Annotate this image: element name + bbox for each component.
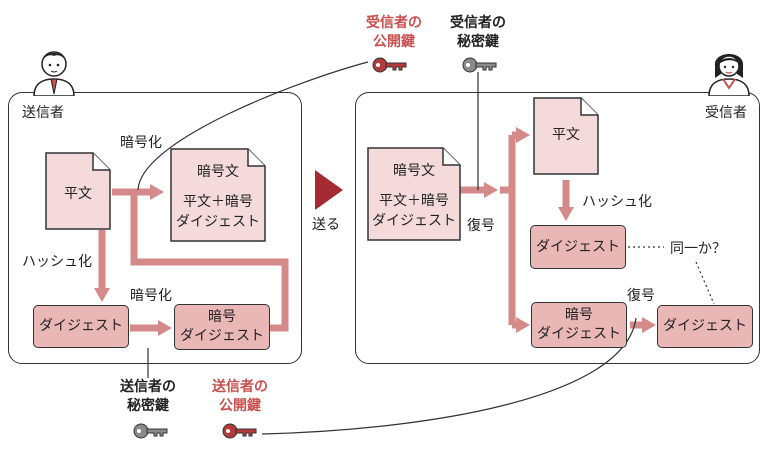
receiver-private-key-icon	[462, 57, 497, 73]
send-arrow-icon	[315, 170, 343, 210]
sender-public-key-icon	[222, 423, 257, 439]
receiver-hash-label: ハッシュ化	[582, 194, 652, 210]
receiver-plaintext-label: 平文	[552, 127, 580, 143]
receiver-ciphertext-title: 暗号文	[393, 163, 435, 179]
receiver-encrypted-digest-line2: ダイジェスト	[537, 326, 621, 342]
receiver-compare-label: 同一か？	[670, 241, 726, 257]
receiver-plaintext-doc: 平文	[533, 97, 599, 175]
sender-digest-box: ダイジェスト	[33, 305, 129, 348]
sender-ciphertext-doc: 暗号文 平文＋暗号 ダイジェスト	[170, 148, 266, 242]
sender-ciphertext-title: 暗号文	[197, 164, 239, 180]
receiver-encrypted-digest-line1: 暗号	[565, 307, 593, 323]
receiver-public-key-label: 受信者の 公開鍵	[366, 15, 422, 50]
sender-person-icon	[33, 51, 75, 96]
sender-encrypted-digest-line1: 暗号	[208, 309, 236, 325]
sender-hash-label: ハッシュ化	[22, 254, 92, 270]
sender-private-key-icon	[133, 423, 168, 439]
sender-plaintext-doc: 平文	[45, 152, 111, 230]
receiver-public-key-icon	[372, 57, 407, 73]
sender-ciphertext-line1: 平文＋暗号	[183, 194, 253, 210]
receiver-ciphertext-doc: 暗号文 平文＋暗号 ダイジェスト	[367, 147, 461, 241]
sender-plaintext-label: 平文	[64, 186, 92, 202]
receiver-encrypted-digest-box: 暗号 ダイジェスト	[531, 302, 627, 348]
sender-public-key-label: 送信者の 公開鍵	[212, 379, 268, 414]
sender-encrypt-label: 暗号化	[120, 135, 162, 151]
receiver-label: 受信者	[705, 105, 747, 121]
receiver-decrypt-label: 復号	[467, 218, 495, 234]
receiver-verify-label: 復号	[627, 288, 655, 304]
receiver-ciphertext-line1: 平文＋暗号	[379, 193, 449, 209]
receiver-digest-box: ダイジェスト	[530, 225, 626, 269]
sender-encrypted-digest-line2: ダイジェスト	[180, 328, 264, 344]
receiver-ciphertext-line2: ダイジェスト	[372, 213, 456, 229]
send-label: 送る	[312, 217, 340, 233]
sender-ciphertext-line2: ダイジェスト	[176, 214, 260, 230]
sender-label: 送信者	[22, 105, 64, 121]
receiver-person-icon	[708, 54, 750, 96]
sender-sign-label: 暗号化	[130, 288, 172, 304]
receiver-decrypted-digest-box: ダイジェスト	[657, 305, 753, 348]
sender-private-key-label: 送信者の 秘密鍵	[120, 379, 176, 414]
sender-encrypted-digest-box: 暗号 ダイジェスト	[174, 304, 270, 350]
receiver-private-key-label: 受信者の 秘密鍵	[450, 15, 506, 50]
